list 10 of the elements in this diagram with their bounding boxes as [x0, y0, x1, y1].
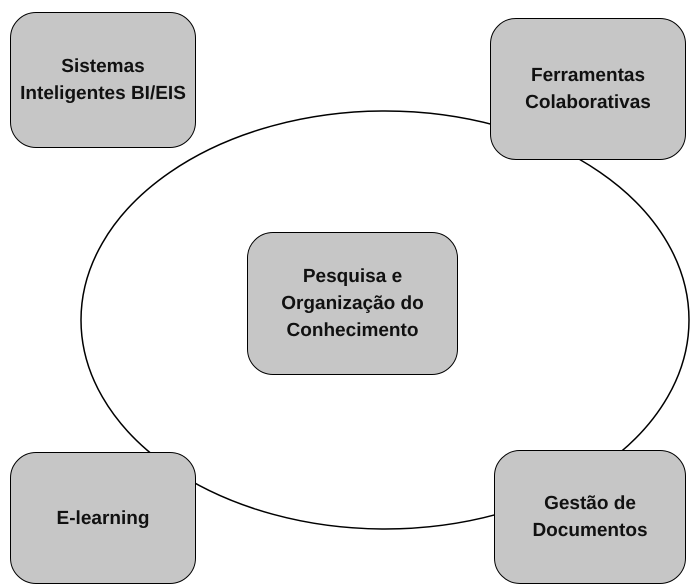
box-label: Pesquisa e Organização do Conhecimento — [280, 265, 425, 343]
rounded-box — [10, 12, 196, 148]
rounded-box — [490, 18, 686, 160]
rounded-box — [10, 452, 196, 584]
box-label: Ferramentas Colaborativas — [524, 64, 652, 115]
rounded-box — [247, 232, 458, 375]
rounded-box — [494, 450, 686, 584]
box-label: Sistemas Inteligentes BI/EIS — [19, 55, 187, 106]
box-label: Gestão de Documentos — [531, 492, 649, 543]
box-label: E-learning — [56, 506, 150, 530]
